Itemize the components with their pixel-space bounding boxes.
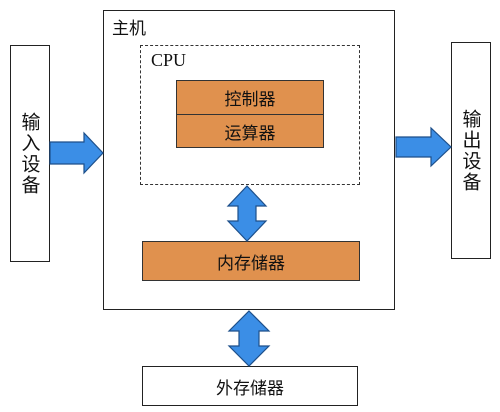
cpu-memory-arrow: [226, 185, 268, 242]
input-device-box: 输入设备: [10, 45, 50, 262]
host-label: 主机: [112, 19, 146, 39]
internal-memory-block: 内存储器: [142, 241, 360, 281]
alu-label: 运算器: [224, 123, 276, 144]
output-arrow: [395, 126, 452, 168]
internal-memory-label: 内存储器: [217, 253, 285, 274]
host-external-memory-arrow: [227, 310, 271, 367]
cpu-region: [140, 45, 360, 185]
input-arrow: [49, 131, 104, 175]
alu-block: 运算器: [176, 114, 324, 148]
output-device-box: 输出设备: [451, 42, 491, 259]
external-memory-label: 外存储器: [216, 378, 284, 399]
external-memory-box: 外存储器: [142, 366, 358, 406]
controller-label: 控制器: [224, 90, 276, 110]
cpu-label: CPU: [151, 50, 187, 70]
input-device-label: 输入设备: [18, 111, 41, 196]
output-device-label: 输出设备: [459, 108, 482, 193]
controller-block: 控制器: [176, 80, 324, 115]
